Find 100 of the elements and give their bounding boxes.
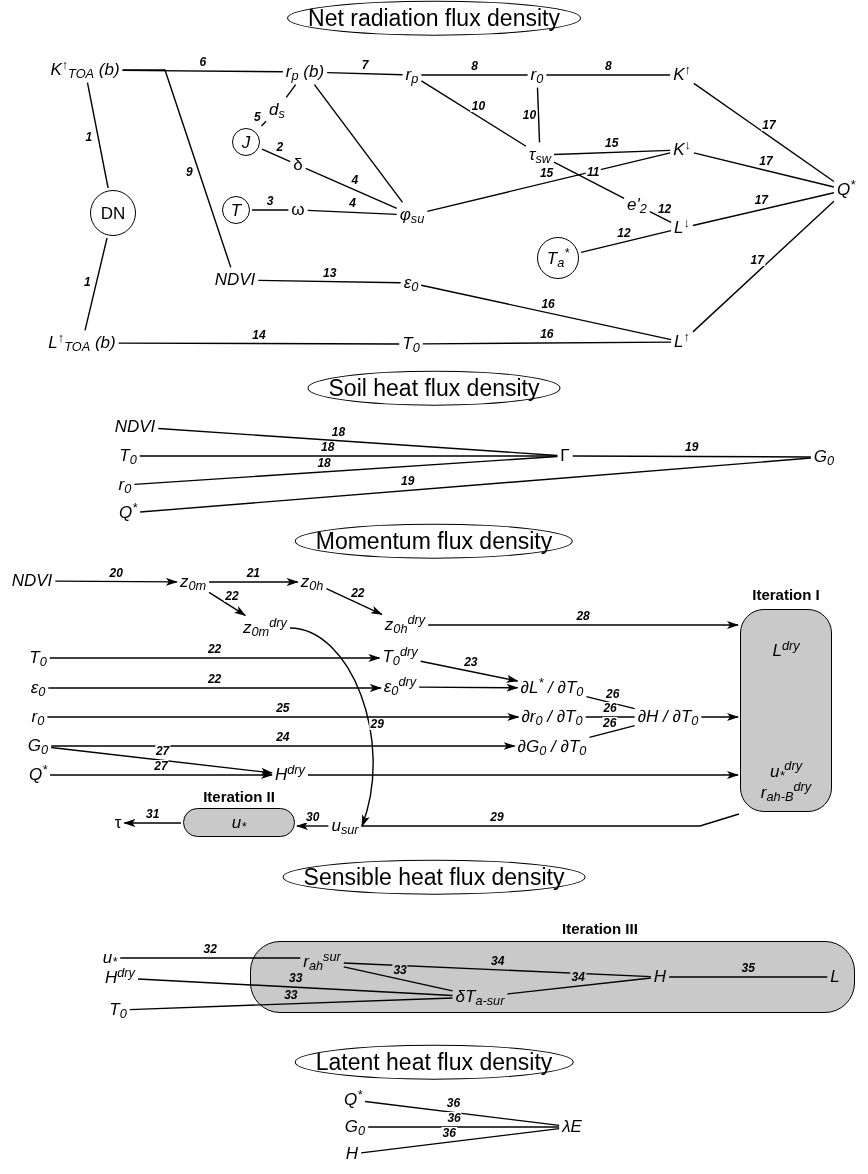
symbol-label: φ$_{su}$ [398,204,426,226]
symbol-label: ω [290,199,306,221]
symbol-label: u$_{*}$ [101,947,118,969]
symbol-label: G$_{0}$ [343,1116,367,1138]
symbol-label: τ [113,812,123,834]
edge-label: 35 [740,962,756,974]
connector-line [692,192,835,227]
edge-label: 36 [445,1097,462,1110]
connector-line [119,957,301,959]
edge-label: 22 [206,643,223,655]
arrow [700,713,739,721]
edge-label: 3 [265,195,275,207]
edge-label: 15 [604,137,620,150]
edge-label: 29 [369,718,385,731]
symbol-label: Q$^{*}$ [117,502,139,524]
symbol-label: H$^{dry}$ [104,967,136,989]
arrow [47,684,382,692]
symbol-label: δ [292,154,304,176]
symbol-label: T$_{0}$ [28,647,48,669]
connector-line [693,152,835,188]
symbol-label: NDVI [10,570,54,592]
connector-line [133,455,558,486]
edge-label: 19 [684,441,700,454]
symbol-label: L$^{dry}$ [772,640,800,662]
symbol-label: T$_{0}$ [118,445,138,467]
symbol-label: L [829,966,841,988]
connector-line [139,455,558,457]
edge-label: 1 [82,276,92,289]
symbol-label: T$_{0}$ [108,999,128,1021]
connector-line [422,341,672,345]
iteration-heading: Iteration III [562,919,639,939]
connector-line [251,209,290,211]
symbol-label: L$^{↑}$$_{TOA}$ (b) [47,332,117,354]
connector-line [692,200,835,333]
circled-symbol: J [232,128,260,156]
edge-label: 31 [145,808,161,820]
symbol-label: r$_{0}$ [117,474,133,496]
symbol-label: r$_{p}$ (b) [284,61,326,83]
edge-label: 28 [575,610,591,622]
edge-label: 36 [446,1112,462,1124]
edge-label: 17 [749,253,765,266]
edge-label: 34 [570,971,586,984]
edge-label: 18 [330,425,347,438]
edge-label: 4 [348,197,357,210]
connector-line [129,997,454,1011]
symbol-label: NDVI [113,416,157,438]
connector-line [260,120,267,127]
connector-line [360,1127,560,1154]
connector-line [588,724,636,739]
connector-line [545,74,671,76]
connector-line [580,229,672,254]
edge-label: 36 [441,1127,457,1139]
edge-label: 24 [275,731,291,743]
edge-label: 6 [198,56,208,69]
arrow [289,627,374,827]
edge-label: 15 [538,167,555,180]
connector-line [313,83,404,204]
symbol-label: ∂r$_{0}$ / ∂T$_{0}$ [520,706,584,728]
edge-label: 23 [463,656,479,669]
edge-label: 11 [585,166,601,179]
connector-line [364,1100,560,1127]
connector-line [326,71,404,76]
symbol-label: ∂G$_{0}$ / ∂T$_{0}$ [516,736,588,758]
symbol-label: τ$_{sw}$ [528,144,552,166]
connector-line [306,209,398,216]
circled-symbol: T [222,196,250,224]
connector-line [86,81,109,189]
section-title-oval: Sensible heat flux density [282,859,586,895]
edge-label: 12 [616,226,632,239]
arrow [50,746,273,776]
connector-line [305,167,398,209]
edge-label: 22 [350,587,366,600]
edge-label: 10 [521,109,538,122]
arrow [46,713,520,721]
connector-line [426,152,671,212]
edge-label: 33 [392,964,408,977]
symbol-label: r$_{0}$ [30,706,46,728]
symbol-label: λE [561,1116,583,1138]
arrow [325,587,383,615]
connector-line [553,149,671,156]
symbol-label: L$^{↑}$ [673,331,691,353]
edge-label: 5 [252,111,262,124]
connector-line [121,69,232,269]
symbol-label: K$^{↑}$$_{TOA}$ (b) [49,59,121,81]
edge-label: 26 [602,702,618,714]
connector-line [367,1126,560,1128]
connector-line [360,813,740,827]
symbol-label: z$_{0m}$ [178,571,208,593]
symbol-label: H$^{dry}$ [274,764,306,786]
edge-label: 9 [185,165,194,178]
edge-label: 32 [202,943,218,955]
symbol-label: Q$^{*}$ [27,764,49,786]
arrow [54,577,178,586]
edge-label: 12 [656,203,673,215]
arrow [307,771,739,779]
arrow [427,621,739,629]
symbol-label: ∂L$^{*}$ / ∂T$_{0}$ [519,677,585,699]
edge-label: 21 [245,567,262,579]
symbol-label: L$^{↓}$ [673,217,691,239]
symbol-label: Q$^{*}$ [342,1089,364,1111]
